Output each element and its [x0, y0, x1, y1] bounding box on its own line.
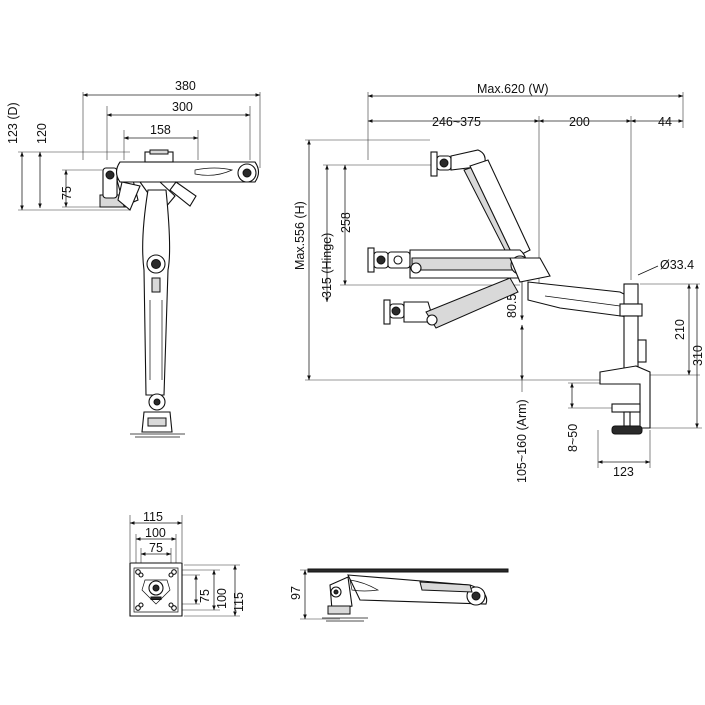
dim-label-120: 120 [35, 123, 49, 144]
dim-label-300: 300 [172, 100, 193, 114]
vesa-dim-100-w: 100 [135, 526, 177, 565]
dim-label-123: 123 [613, 465, 634, 479]
dim-label-80-5: 80.5 [505, 294, 519, 318]
side-dim-105-160: 105~160 (Arm) [515, 324, 529, 483]
dim-label-123d: 123 (D) [6, 102, 20, 144]
side-dim-258: 258 [339, 164, 520, 286]
side-dim-123: 123 [597, 430, 651, 479]
dim-label-210: 210 [673, 319, 687, 340]
dim-label-max620: Max.620 (W) [477, 82, 549, 96]
dim-label-310: 310 [691, 345, 705, 366]
arm-position-middle [367, 247, 530, 279]
vesa-view: 115 100 75 75 100 [129, 510, 246, 617]
side-dim-max620: Max.620 (W) [367, 82, 684, 160]
side-dim-8-50: 8~50 [566, 382, 612, 452]
top-view-arm [99, 149, 260, 438]
vesa-plate [129, 562, 183, 617]
top-dim-300: 300 [106, 100, 251, 160]
side-dim-max556: Max.556 (H) [293, 139, 600, 381]
top-dim-120: 120 [35, 123, 49, 209]
folded-view: 97 [289, 568, 509, 622]
side-view-arm [367, 149, 651, 435]
dim-label-380: 380 [175, 79, 196, 93]
dim-label-44: 44 [658, 115, 672, 129]
dim-label-8-50: 8~50 [566, 424, 580, 452]
side-dim-210: 210 [640, 283, 700, 376]
folded-dim-label-97: 97 [289, 586, 303, 600]
side-dim-d33-4: Ø33.4 [637, 258, 694, 276]
arm-position-lower [383, 277, 519, 329]
dim-label-246-375: 246~375 [432, 115, 481, 129]
side-view: Max.620 (W) 246~375 200 44 Max.556 (H) 3… [293, 82, 705, 483]
dim-label-258: 258 [339, 212, 353, 233]
vesa-dim-115-h: 115 [184, 564, 246, 617]
vesa-dim-label-100-h: 100 [215, 588, 229, 609]
top-dim-75: 75 [60, 169, 110, 208]
vesa-dim-label-115-w: 115 [143, 510, 163, 524]
dim-label-158: 158 [150, 123, 171, 137]
dim-label-max556: Max.556 (H) [293, 201, 307, 270]
vesa-dim-label-115-h: 115 [232, 592, 246, 612]
folded-arm [307, 568, 509, 622]
dim-label-200: 200 [569, 115, 590, 129]
side-dim-315: 315 (Hinge) [320, 164, 432, 303]
top-dim-380: 380 [82, 79, 261, 168]
dim-label-105-160: 105~160 (Arm) [515, 399, 529, 483]
vesa-dim-label-75-w: 75 [149, 541, 163, 555]
dim-label-d33-4: Ø33.4 [660, 258, 694, 272]
vesa-dim-100-h: 100 [180, 569, 229, 611]
vesa-dim-label-100-w: 100 [145, 526, 166, 540]
top-dim-158: 158 [123, 123, 199, 160]
arm-position-upper [430, 149, 531, 259]
vesa-dim-label-75-h: 75 [198, 589, 212, 603]
vesa-dim-115-w: 115 [129, 510, 183, 562]
top-view: 380 300 158 123 (D) 120 [6, 79, 261, 438]
top-dim-123d: 123 (D) [6, 102, 130, 211]
dim-label-75: 75 [60, 186, 74, 200]
dim-label-315: 315 (Hinge) [320, 233, 334, 298]
side-dim-310: 310 [650, 283, 705, 429]
